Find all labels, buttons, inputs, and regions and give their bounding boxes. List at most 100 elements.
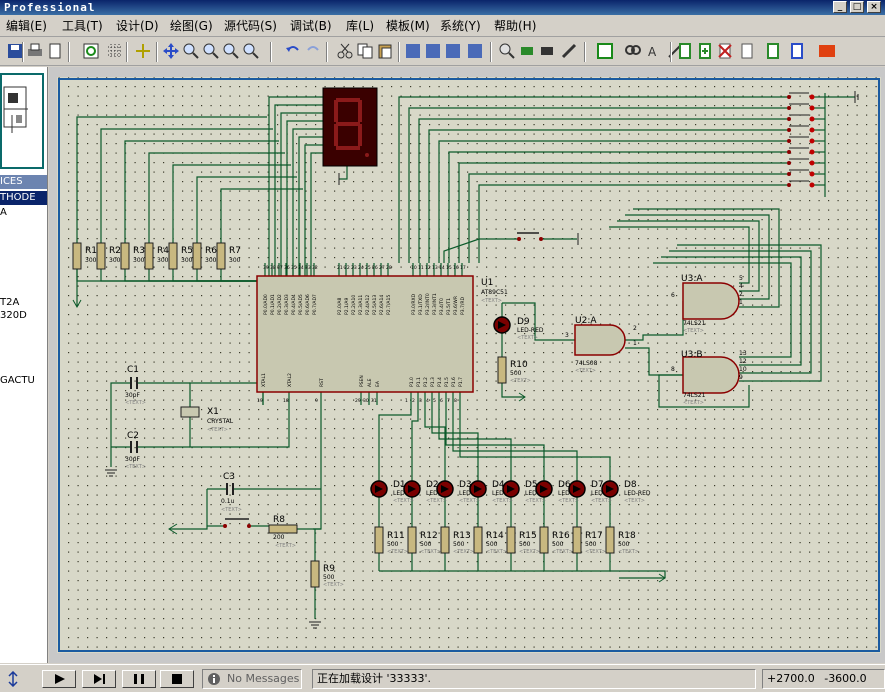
messages-panel[interactable]: No Messages: [202, 669, 302, 689]
device-list-item[interactable]: T2A: [0, 297, 20, 308]
led-ref: D5: [525, 480, 538, 490]
led-text: <TEXT>: [517, 335, 538, 341]
resistor-top-wire: [220, 188, 303, 243]
refresh-icon[interactable]: [82, 42, 100, 60]
minimize-button[interactable]: _: [833, 1, 847, 13]
device-list-item[interactable]: GACTU: [0, 375, 35, 386]
gate-pin-number: 2: [739, 291, 743, 298]
switch-contact: [809, 149, 815, 155]
schematic-sheet[interactable]: R1300R2300R3300R4300R5300R6300R7300U1AT8…: [49, 67, 885, 663]
mcu-pin-name: P0.5/AD5: [298, 294, 304, 315]
menu-library[interactable]: 库(L): [346, 19, 375, 33]
new-sheet-icon[interactable]: [676, 42, 694, 60]
resistor-r14: [473, 526, 483, 554]
mcu-pin-number: 34: [298, 265, 304, 271]
mcu-pin-name: P2.0/A8: [337, 298, 343, 315]
devices-header[interactable]: ICES: [0, 175, 47, 189]
make-device-icon[interactable]: [518, 42, 536, 60]
rotate-icon[interactable]: [6, 671, 20, 687]
zoom-in-icon[interactable]: [182, 42, 200, 60]
block-copy-icon[interactable]: [404, 42, 422, 60]
pan-icon[interactable]: [162, 42, 180, 60]
zoom-all-icon[interactable]: [222, 42, 240, 60]
resistor-ref: R18: [618, 531, 636, 541]
menu-tools[interactable]: 工具(T): [62, 19, 103, 33]
resistor-ref: R13: [453, 531, 471, 541]
gate-input-wire: [669, 250, 812, 374]
menu-template[interactable]: 模板(M): [386, 19, 430, 33]
menu-edit[interactable]: 编辑(E): [6, 19, 47, 33]
add-sheet-icon[interactable]: [696, 42, 714, 60]
switch-contact: [787, 128, 791, 132]
redo-icon[interactable]: [304, 42, 322, 60]
netlist-icon[interactable]: [764, 42, 782, 60]
exit-parent-icon[interactable]: [738, 42, 756, 60]
overview-window[interactable]: [0, 73, 44, 169]
p1-wire: [411, 405, 419, 481]
resistor-r4: [144, 242, 154, 270]
p1-wire: [459, 405, 611, 481]
zoom-out-icon[interactable]: [202, 42, 220, 60]
mcu-pin-name: PSEN: [359, 375, 365, 387]
menu-help[interactable]: 帮助(H): [494, 19, 537, 33]
ares-icon[interactable]: [818, 42, 836, 60]
wire-autoroute-icon[interactable]: [596, 42, 614, 60]
play-button[interactable]: [42, 670, 76, 688]
mcu-pin-name: P2.4/A12: [365, 295, 371, 315]
pause-button[interactable]: [122, 670, 156, 688]
zoom-area-icon[interactable]: [242, 42, 260, 60]
mcu-pin-name: P0.4/AD4: [291, 294, 297, 315]
switch-contact: [787, 139, 791, 143]
status-message: 正在加载设计 '33333'.: [312, 669, 756, 689]
pick-device-icon[interactable]: [498, 42, 516, 60]
paste-icon[interactable]: [376, 42, 394, 60]
resistor-value: 300: [157, 257, 169, 264]
property-assign-icon[interactable]: A: [646, 42, 664, 60]
resistor-text: <TEXT>: [519, 549, 540, 555]
resistor-ref: R16: [552, 531, 570, 541]
save-icon[interactable]: [6, 42, 24, 60]
capacitor-ref: C3: [223, 472, 235, 482]
block-rotate-icon[interactable]: [444, 42, 462, 60]
block-move-icon[interactable]: [424, 42, 442, 60]
resistor-value: 500: [420, 541, 432, 548]
package-icon[interactable]: [538, 42, 556, 60]
device-list-item[interactable]: 320D: [0, 310, 27, 321]
origin-icon[interactable]: [134, 42, 152, 60]
device-list-item-selected[interactable]: THODE: [0, 191, 47, 205]
resistor-ref: R12: [420, 531, 438, 541]
menu-graph[interactable]: 绘图(G): [170, 19, 213, 33]
stop-button[interactable]: [160, 670, 194, 688]
toolbar-separator: [126, 42, 128, 62]
menu-system[interactable]: 系统(Y): [440, 19, 481, 33]
mcu-pin-name: P0.6/AD6: [305, 294, 311, 315]
menu-debug[interactable]: 调试(B): [290, 19, 332, 33]
grid-icon[interactable]: [106, 42, 124, 60]
close-button[interactable]: ×: [867, 1, 881, 13]
step-button[interactable]: [82, 670, 116, 688]
copy-icon[interactable]: [356, 42, 374, 60]
bom-icon[interactable]: [788, 42, 806, 60]
page-icon[interactable]: [46, 42, 64, 60]
and-gate-u3b: [682, 356, 740, 394]
mcu-pin-number: 17: [460, 265, 466, 271]
search-tag-icon[interactable]: [624, 42, 642, 60]
undo-icon[interactable]: [284, 42, 302, 60]
print-icon[interactable]: [26, 42, 44, 60]
maximize-button[interactable]: □: [850, 1, 864, 13]
segment: [358, 124, 362, 146]
switch-wire: [418, 118, 787, 263]
device-list-item[interactable]: A: [0, 207, 7, 218]
menu-source[interactable]: 源代码(S): [224, 19, 277, 33]
gate-pin-number: 10: [739, 366, 747, 373]
mcu-pin-name: P0.1/AD1: [270, 294, 276, 315]
switch-contact: [787, 117, 791, 121]
remove-sheet-icon[interactable]: [716, 42, 734, 60]
decompose-icon[interactable]: [560, 42, 578, 60]
menu-design[interactable]: 设计(D): [116, 19, 159, 33]
switch-wire: [448, 151, 787, 263]
block-delete-icon[interactable]: [466, 42, 484, 60]
cut-icon[interactable]: [336, 42, 354, 60]
gate-text: <TEXT>: [683, 328, 704, 334]
